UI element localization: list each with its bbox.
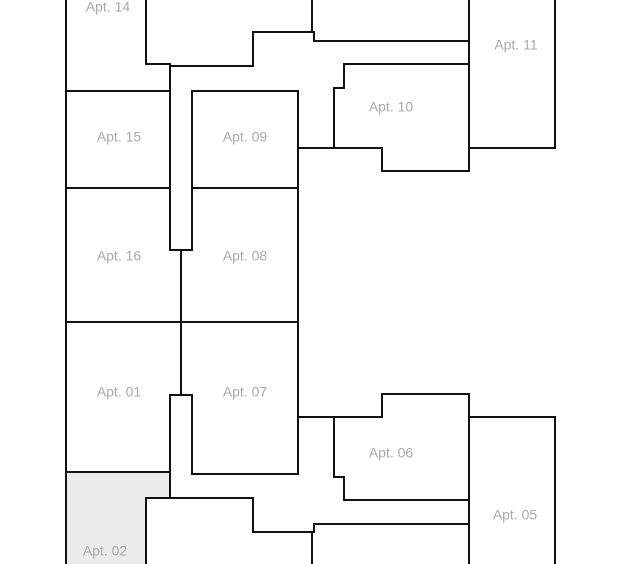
unit-apt-13[interactable]	[311, 0, 470, 42]
unit-apt-04[interactable]	[311, 523, 470, 564]
unit-apt-16[interactable]	[65, 187, 182, 323]
unit-apt-06[interactable]	[333, 393, 470, 501]
unit-apt-08[interactable]	[180, 187, 299, 323]
unit-apt-11[interactable]	[468, 0, 556, 149]
unit-apt-10[interactable]	[333, 63, 470, 172]
unit-apt-05[interactable]	[468, 416, 556, 564]
unit-apt-01[interactable]	[65, 321, 182, 473]
unit-apt-09[interactable]	[191, 90, 299, 189]
unit-apt-07[interactable]	[180, 321, 299, 475]
unit-apt-15[interactable]	[65, 90, 171, 189]
